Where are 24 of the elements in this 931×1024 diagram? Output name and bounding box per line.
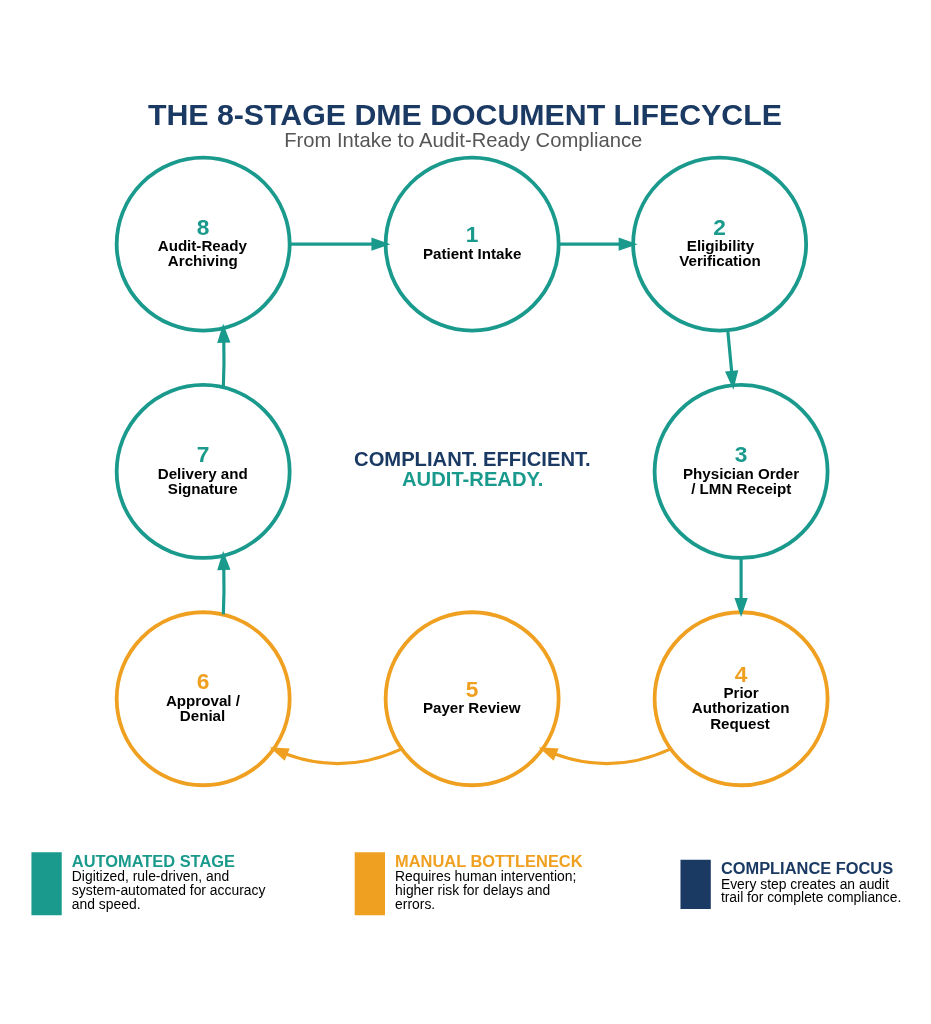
label: Digitized, rule-driven, and system-automated for accuracy and speed. [71, 867, 266, 912]
arrow [289, 237, 391, 251]
node-circle: 1 Patient Intake [383, 155, 561, 333]
diagram-title: THE 8-STAGE DME DOCUMENT LIFECYCLE [147, 97, 782, 131]
arrow [725, 329, 739, 390]
node-circle: 2 Eligibility Verification [631, 155, 809, 333]
arrow [217, 323, 231, 387]
legend-label: MANUAL BOTTLENECK [395, 851, 583, 870]
label: AUDIT-READY. [402, 467, 544, 490]
node-circle: 4 Prior Authorization Request [652, 609, 830, 787]
label: COMPLIANT. EFFICIENT. [354, 447, 591, 470]
label: Every step creates an audit trail for complete compliance. [720, 875, 902, 905]
arrow [269, 746, 402, 765]
arrow [734, 557, 748, 617]
arrow [558, 237, 638, 251]
node-circle: 7 Delivery and Signature [114, 382, 292, 560]
node-circle: 3 Physician Order / LMN Receipt [652, 382, 830, 560]
node-circle: 8 Audit-Ready Archiving [114, 155, 292, 333]
legend-label: COMPLIANCE FOCUS [720, 858, 894, 877]
label: Requires human intervention; higher risk for delays and errors. [395, 867, 577, 912]
legend-label: AUTOMATED STAGE [71, 851, 235, 870]
arrow [217, 550, 231, 614]
arrow [538, 746, 671, 765]
label: From Intake to Audit-Ready Compliance [284, 128, 643, 151]
